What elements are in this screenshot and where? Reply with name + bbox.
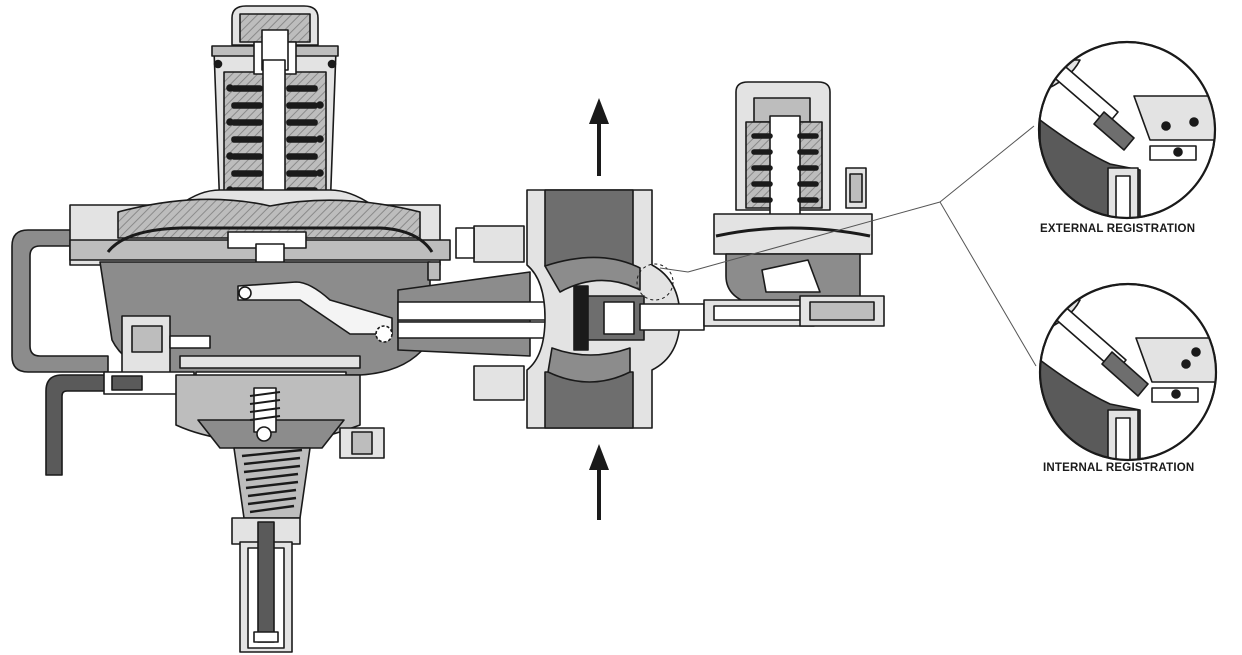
pilot-spring	[751, 133, 819, 203]
upper-diaphragm-casing	[69, 189, 451, 266]
upper-spring	[213, 59, 337, 194]
internal-registration-label: INTERNAL REGISTRATION	[1043, 462, 1195, 474]
pilot-casing	[703, 213, 885, 327]
token-relief-assembly	[103, 315, 361, 395]
lower-spring	[241, 448, 303, 514]
valve-disk	[573, 263, 705, 351]
pilot-vent	[845, 167, 867, 209]
external-registration-detail	[1037, 40, 1217, 220]
connecting-sleeve	[397, 261, 549, 357]
external-registration-label: EXTERNAL REGISTRATION	[1040, 223, 1196, 235]
internal-registration-detail	[1038, 282, 1218, 462]
inner-pilot-spring	[249, 387, 281, 442]
outlet-flow-arrow	[589, 98, 609, 176]
flange-bottom-left	[473, 365, 525, 401]
inlet-flow-arrow	[589, 444, 609, 520]
flange-top-left	[473, 225, 525, 263]
external-loop-tube	[11, 229, 113, 476]
detail-leader-lines	[659, 125, 1037, 367]
lever-arm	[237, 281, 393, 335]
